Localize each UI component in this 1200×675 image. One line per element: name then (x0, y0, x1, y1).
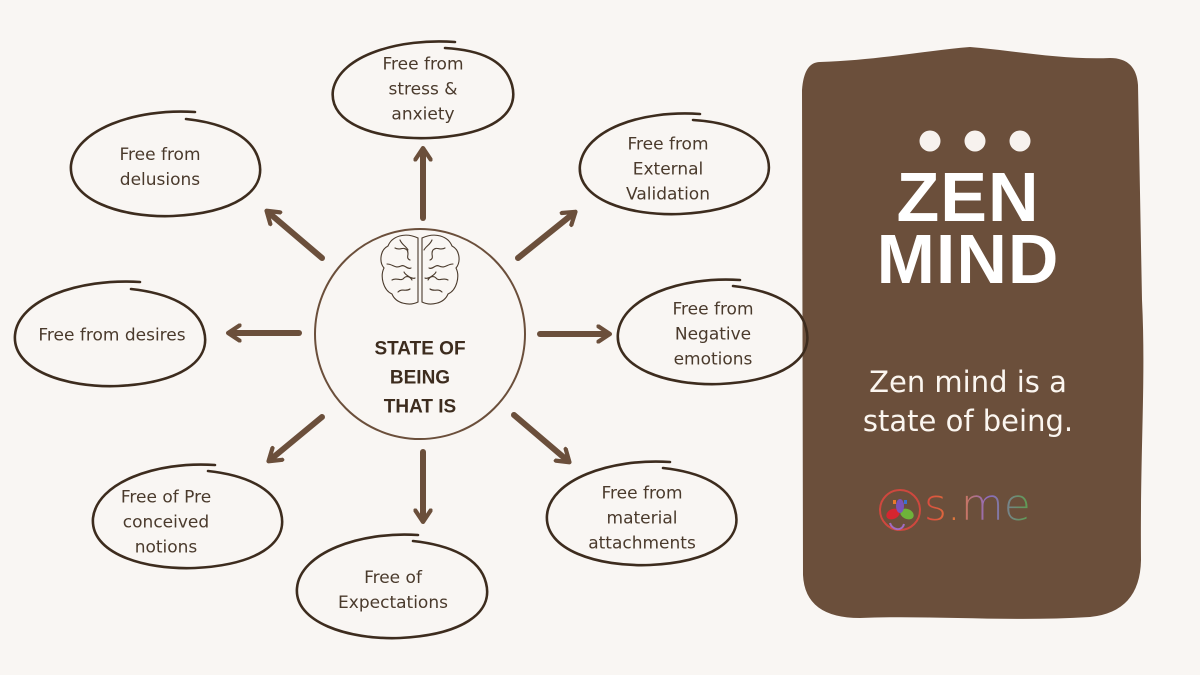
ellipse-stress (331, 40, 515, 140)
node-external-validation: Free from External Validation (626, 134, 710, 205)
center-circle (314, 228, 526, 440)
ellipse-negative-emotions (616, 278, 809, 386)
arrow-down-right (511, 412, 568, 461)
node-delusions: Free from delusions (119, 145, 201, 190)
node-preconceived-notions: Free of Pre conceived notions (120, 487, 212, 558)
ellipse-delusions (69, 110, 262, 218)
node-desires: Free from desires (38, 325, 186, 346)
center-label: STATE OF BEING THAT IS (374, 338, 466, 418)
logo-text: s.me (924, 480, 1031, 531)
logo: s.me (878, 484, 1031, 528)
node-stress: Free from stress & anxiety (382, 54, 464, 125)
ellipse-external-validation (578, 112, 771, 216)
node-material-attachments: Free from material attachments (588, 483, 696, 554)
arrow-up-right (515, 213, 574, 261)
ellipse-desires (13, 280, 207, 388)
brain-icon (380, 234, 460, 305)
arrow-up-left (268, 212, 325, 261)
panel-subtitle: Zen mind is a state of being. (862, 365, 1074, 438)
ellipse-expectations (295, 533, 489, 640)
panel-title: ZEN MIND (876, 158, 1060, 298)
ellipse-material-attachments (545, 460, 738, 567)
ellipse-preconceived-notions (91, 463, 284, 570)
node-expectations: Free of Expectations (338, 568, 448, 613)
arrow-down-left (270, 414, 325, 460)
logo-emblem (879, 489, 921, 531)
node-negative-emotions: Free from Negative emotions (672, 299, 754, 370)
zen-panel (802, 47, 1144, 619)
ellipsis-icon (919, 130, 1031, 152)
